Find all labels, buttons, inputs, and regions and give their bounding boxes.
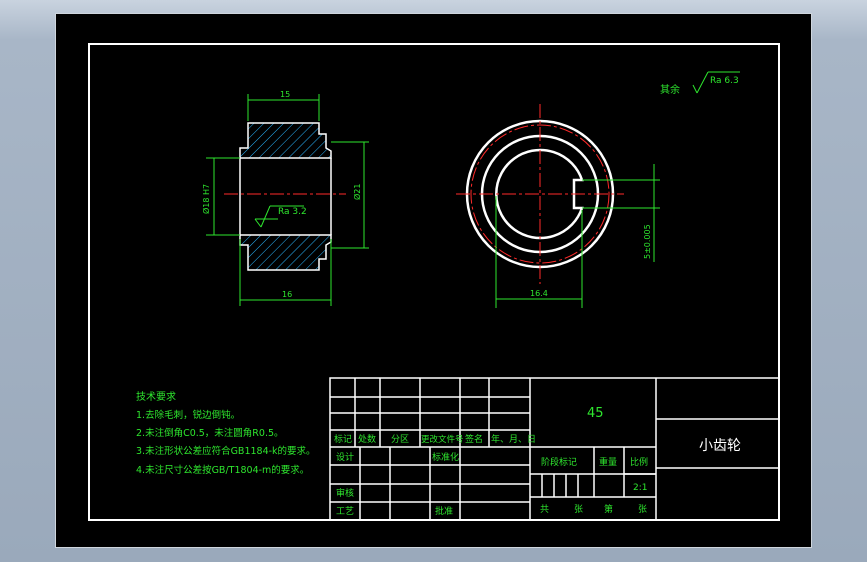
design-label: 设计 xyxy=(336,451,354,463)
bore-roughness-text: Ra 3.2 xyxy=(278,207,307,217)
dim-right-diameter xyxy=(331,141,369,249)
note-item-2: 2.未注倒角C0.5，未注圆角R0.5。 xyxy=(136,427,284,439)
dim-left-diameter xyxy=(206,157,240,236)
approve-label: 批准 xyxy=(435,505,453,517)
sheet-end-label: 张 xyxy=(638,504,647,515)
drawing-canvas: 其余 Ra 6.3 15 16 Ø18 H7 xyxy=(88,43,780,521)
page-label: 第 xyxy=(604,503,613,515)
gear-section-view xyxy=(224,122,346,271)
roughness-other-value: Ra 6.3 xyxy=(710,76,739,86)
rev-header-zone: 分区 xyxy=(391,434,409,445)
rev-header-file: 更改文件号 xyxy=(421,434,464,445)
review-label: 审核 xyxy=(336,487,354,499)
scale-label: 比例 xyxy=(630,456,648,468)
dim-keyway-width-text: 5±0.005 xyxy=(643,224,652,259)
roughness-other-label: 其余 xyxy=(660,83,680,96)
rev-header-count: 处数 xyxy=(358,433,376,445)
dim-top-width-text: 15 xyxy=(280,90,290,99)
note-item-3: 3.未注形状公差应符合GB1184-k的要求。 xyxy=(136,445,316,457)
note-item-4: 4.未注尺寸公差按GB/T1804-m的要求。 xyxy=(136,464,309,476)
total-label: 共 xyxy=(540,504,549,515)
weight-label: 重量 xyxy=(599,456,617,468)
process-label: 工艺 xyxy=(336,506,354,517)
sheets-label: 张 xyxy=(574,504,583,515)
rev-header-mark: 标记 xyxy=(334,433,352,445)
title-block-lines xyxy=(329,377,780,521)
part-name-text: 小齿轮 xyxy=(699,438,741,454)
dim-bottom-width xyxy=(239,239,332,306)
gear-front-view xyxy=(456,104,624,284)
bore-roughness-symbol xyxy=(254,205,304,228)
notes-title: 技术要求 xyxy=(136,390,176,403)
material-text: 45 xyxy=(587,406,604,421)
note-item-1: 1.去除毛刺，锐边倒钝。 xyxy=(136,409,240,421)
stage-mark-label: 阶段标记 xyxy=(541,456,577,468)
drawing-sheet: 其余 Ra 6.3 15 16 Ø18 H7 xyxy=(55,13,812,548)
dim-right-diameter-text: Ø21 xyxy=(352,184,362,200)
rev-header-date: 年、月、日 xyxy=(491,433,536,445)
scale-value: 2:1 xyxy=(633,483,647,493)
dim-keyway-depth-text: 16.4 xyxy=(530,289,548,298)
dim-top-width xyxy=(247,94,320,121)
roughness-symbol xyxy=(692,71,740,94)
dim-bottom-width-text: 16 xyxy=(282,290,292,299)
dim-keyway-width xyxy=(582,164,660,262)
rev-header-sign: 签名 xyxy=(465,433,483,445)
dim-left-diameter-text: Ø18 H7 xyxy=(201,184,211,214)
dim-keyway-depth xyxy=(495,196,583,308)
standardize-label: 标准化 xyxy=(432,451,459,463)
